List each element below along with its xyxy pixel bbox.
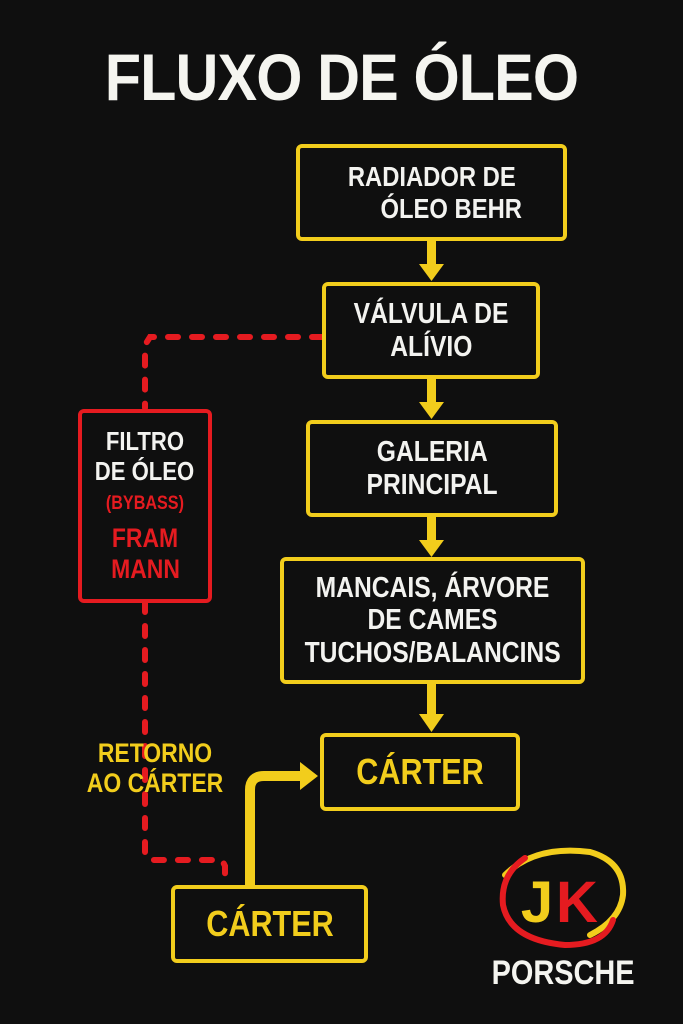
arrow-radiator-to-valve: [419, 240, 444, 281]
node-sump-main: CÁRTER: [320, 733, 520, 811]
node-main-gallery-line-1: GALERIA: [376, 436, 488, 469]
node-main-gallery: GALERIA PRINCIPAL: [306, 420, 558, 517]
node-oil-filter-line-2: DE ÓLEO: [95, 456, 195, 487]
bypass-line-top: [142, 334, 325, 411]
logo-letter-j: J: [521, 870, 553, 935]
node-oil-filter-note: (BYBASS): [105, 492, 185, 514]
node-radiator-line-2: ÓLEO BEHR: [380, 192, 523, 224]
arrow-bearings-to-sump: [419, 682, 444, 732]
node-relief-valve-line-2: ALÍVIO: [389, 330, 473, 363]
arrow-gallery-to-bearings: [419, 516, 444, 557]
logo-brand-label: PORSCHE: [491, 954, 635, 992]
diagram-title: FLUXO DE ÓLEO: [104, 40, 579, 114]
node-radiator: RADIADOR DE ÓLEO BEHR: [296, 144, 567, 241]
arrow-sump-bottom-to-sump-main: [245, 762, 318, 885]
node-bearings-line-2: DE CAMES: [367, 604, 498, 637]
return-label-line-2: AO CÁRTER: [86, 767, 224, 798]
node-oil-filter-line-1: FILTRO: [105, 426, 185, 457]
node-sump-bottom-label: CÁRTER: [205, 902, 334, 944]
logo-yellow-arc: [502, 847, 627, 938]
return-label-line-1: RETORNO: [97, 738, 213, 768]
node-bearings-line-1: MANCAIS, ÁRVORE: [315, 571, 550, 604]
node-relief-valve-line-1: VÁLVULA DE: [353, 298, 509, 331]
node-oil-filter: FILTRO DE ÓLEO (BYBASS) FRAM MANN: [78, 409, 212, 603]
node-main-gallery-line-2: PRINCIPAL: [366, 468, 498, 501]
node-sump-main-label: CÁRTER: [356, 750, 484, 792]
return-label: RETORNO AO CÁRTER: [70, 738, 240, 798]
node-bearings: MANCAIS, ÁRVORE DE CAMES TUCHOS/BALANCIN…: [280, 557, 585, 684]
node-relief-valve: VÁLVULA DE ALÍVIO: [322, 282, 540, 379]
bypass-line-bottom: [142, 599, 228, 883]
node-sump-bottom: CÁRTER: [171, 885, 368, 963]
node-radiator-line-1: RADIADOR DE: [347, 161, 516, 193]
jk-logo: J K: [499, 847, 627, 949]
logo-brand-text: PORSCHE: [478, 954, 648, 993]
node-oil-filter-brand-2: MANN: [110, 553, 180, 584]
node-bearings-line-3: TUCHOS/BALANCINS: [304, 636, 561, 669]
arrow-valve-to-gallery: [419, 378, 444, 419]
node-oil-filter-brand-1: FRAM: [111, 522, 179, 553]
logo-red-arc: [499, 855, 616, 949]
logo-letter-k: K: [556, 870, 598, 935]
